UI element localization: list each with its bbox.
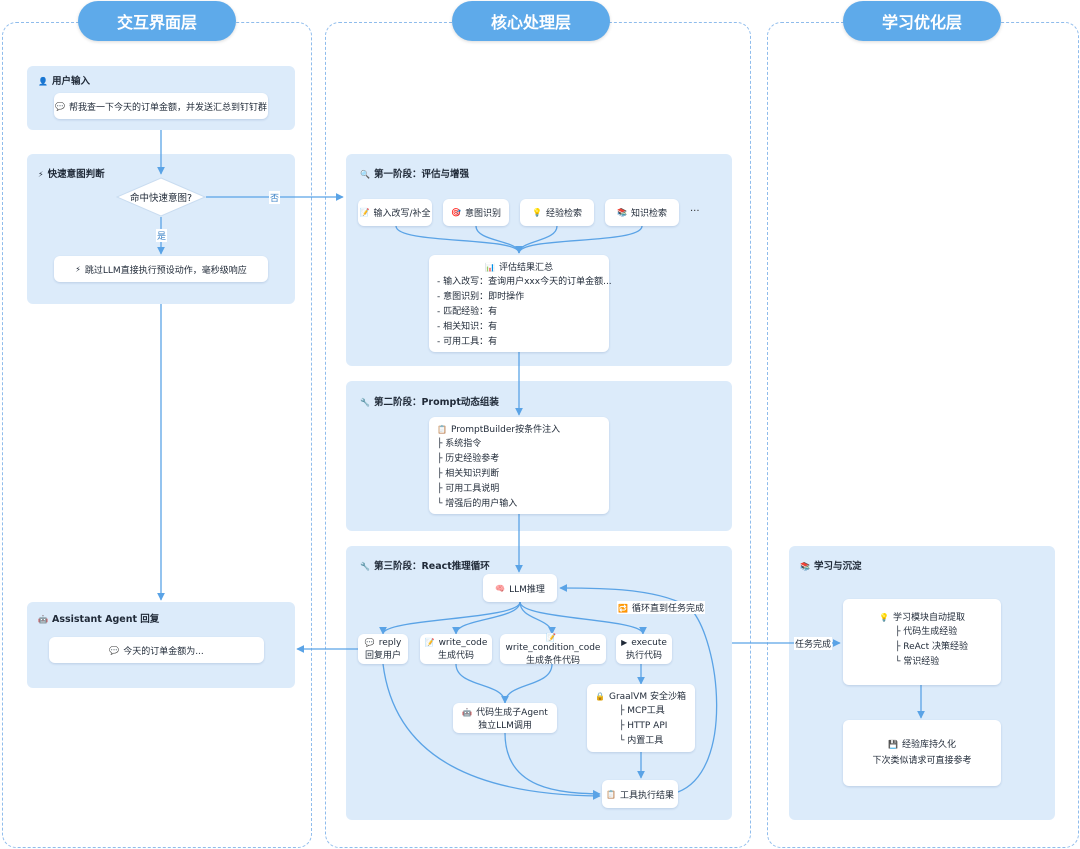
builder-title: 📋PromptBuilder按条件注入 — [437, 425, 561, 435]
stage1-item-knowledge: 📚知识检索 — [605, 199, 679, 226]
tool-result-card: 📋工具执行结果 — [602, 780, 678, 808]
clipboard-icon: 📋 — [606, 789, 616, 799]
layer-title-learning: 学习优化层 — [843, 1, 1001, 41]
memo-icon: 📝 — [359, 208, 370, 217]
bulb-icon: 💡 — [879, 613, 889, 622]
magnifier-icon: 🔍 — [360, 170, 370, 179]
floppy-icon: 💾 — [888, 740, 898, 749]
speech-bubble-icon: 💬 — [55, 101, 65, 111]
builder-line: ├ 系统指令 — [437, 439, 482, 449]
yes-branch-label: 是 — [156, 229, 168, 242]
prompt-builder-card: 📋PromptBuilder按条件注入 ├ 系统指令 ├ 历史经验参考 ├ 相关… — [429, 417, 609, 514]
books-icon: 📚 — [800, 562, 810, 571]
sandbox-title: 🔒GraalVM 安全沙箱 — [595, 692, 686, 702]
books-icon: 📚 — [617, 208, 627, 217]
extract-line: ├ ReAct 决策经验 — [895, 642, 969, 652]
summary-line: - 输入改写：查询用户xxx今天的订单金额... — [437, 277, 612, 287]
bulb-icon: 💡 — [532, 208, 542, 217]
learning-extract-card: 💡学习模块自动提取 ├ 代码生成经验 ├ ReAct 决策经验 └ 常识经验 — [843, 599, 1001, 685]
brain-icon: 🧠 — [495, 583, 506, 593]
summary-line: - 意图识别：即时操作 — [437, 292, 525, 302]
summary-line: - 可用工具：有 — [437, 337, 498, 347]
memo-icon: 📝 — [546, 632, 556, 642]
summary-title: 📊评估结果汇总 — [485, 263, 553, 273]
user-input-title: 👤用户输入 — [38, 76, 90, 87]
layer-title-core: 核心处理层 — [452, 1, 610, 41]
skip-llm-card: ⚡跳过LLM直接执行预设动作，毫秒级响应 — [54, 256, 268, 282]
lightning-icon: ⚡ — [75, 264, 81, 274]
assistant-reply-card: 💬今天的订单金额为... — [49, 637, 264, 663]
quick-intent-decision: 命中快速意图? — [116, 177, 206, 217]
extract-line: └ 常识经验 — [895, 657, 940, 667]
quick-intent-title: ⚡快速意图判断 — [38, 169, 105, 180]
builder-line: ├ 相关知识判断 — [437, 469, 500, 479]
repeat-icon: 🔁 — [618, 604, 628, 613]
speech-bubble-icon: 💬 — [364, 637, 375, 647]
memo-icon: 📝 — [424, 637, 435, 647]
assistant-reply-title: 🤖Assistant Agent 回复 — [38, 614, 160, 625]
summary-line: - 匹配经验：有 — [437, 307, 498, 317]
builder-line: ├ 历史经验参考 — [437, 454, 500, 464]
layer-title-interaction: 交互界面层 — [78, 1, 236, 41]
user-icon: 👤 — [38, 77, 48, 86]
action-execute-card: ▶execute 执行代码 — [616, 634, 672, 664]
task-done-label: 任务完成 — [794, 637, 833, 650]
user-input-text: 帮我查一下今天的订单金额，并发送汇总到钉钉群 — [68, 102, 267, 113]
loop-label: 🔁循环直到任务完成 — [617, 601, 705, 614]
learning-title: 📚学习与沉淀 — [800, 561, 862, 572]
stage1-summary-card: 📊评估结果汇总 - 输入改写：查询用户xxx今天的订单金额... - 意图识别：… — [429, 255, 612, 352]
summary-line: - 相关知识：有 — [437, 322, 498, 332]
lock-icon: 🔒 — [595, 692, 605, 701]
interaction-layer-column — [2, 22, 312, 848]
wrench-icon: 🔧 — [360, 398, 370, 407]
sandbox-card: 🔒GraalVM 安全沙箱 ├ MCP工具 ├ HTTP API └ 内置工具 — [587, 684, 695, 752]
extract-title: 💡学习模块自动提取 — [879, 613, 965, 623]
wrench-icon: 🔧 — [360, 562, 370, 571]
user-input-card: 💬帮我查一下今天的订单金额，并发送汇总到钉钉群 — [54, 93, 268, 119]
stage1-more: ··· — [690, 206, 700, 217]
speech-bubble-icon: 💬 — [109, 645, 120, 655]
robot-icon: 🤖 — [462, 708, 473, 717]
action-write-code-card: 📝write_code 生成代码 — [420, 634, 492, 664]
stage1-title: 🔍第一阶段：评估与增强 — [360, 169, 469, 180]
stage1-item-intent: 🎯意图识别 — [443, 199, 509, 226]
decision-label: 命中快速意图? — [129, 193, 193, 204]
play-icon: ▶ — [621, 637, 628, 647]
extract-line: ├ 代码生成经验 — [895, 627, 958, 637]
no-branch-label: 否 — [269, 191, 281, 204]
llm-reasoning-card: 🧠LLM推理 — [483, 574, 557, 602]
stage2-title: 🔧第二阶段：Prompt动态组装 — [360, 397, 499, 408]
robot-icon: 🤖 — [38, 615, 48, 624]
bar-chart-icon: 📊 — [485, 263, 495, 272]
target-icon: 🎯 — [451, 208, 461, 217]
action-reply-card: 💬reply 回复用户 — [358, 634, 408, 664]
stage3-title: 🔧第三阶段：React推理循环 — [360, 561, 490, 572]
builder-line: └ 增强后的用户输入 — [437, 499, 518, 509]
builder-line: ├ 可用工具说明 — [437, 484, 500, 494]
sandbox-line: ├ HTTP API — [619, 721, 668, 731]
code-subagent-card: 🤖代码生成子Agent 独立LLM调用 — [453, 703, 557, 733]
experience-persist-card: 💾经验库持久化 下次类似请求可直接参考 — [843, 720, 1001, 786]
sandbox-line: └ 内置工具 — [619, 736, 664, 746]
lightning-icon: ⚡ — [38, 170, 44, 179]
stage1-item-experience: 💡经验检索 — [520, 199, 594, 226]
stage1-item-rewrite: 📝输入改写/补全 — [358, 199, 432, 226]
clipboard-icon: 📋 — [437, 425, 447, 434]
action-write-condition-code-card: 📝write_condition_code 生成条件代码 — [500, 632, 606, 666]
sandbox-line: ├ MCP工具 — [619, 706, 665, 716]
